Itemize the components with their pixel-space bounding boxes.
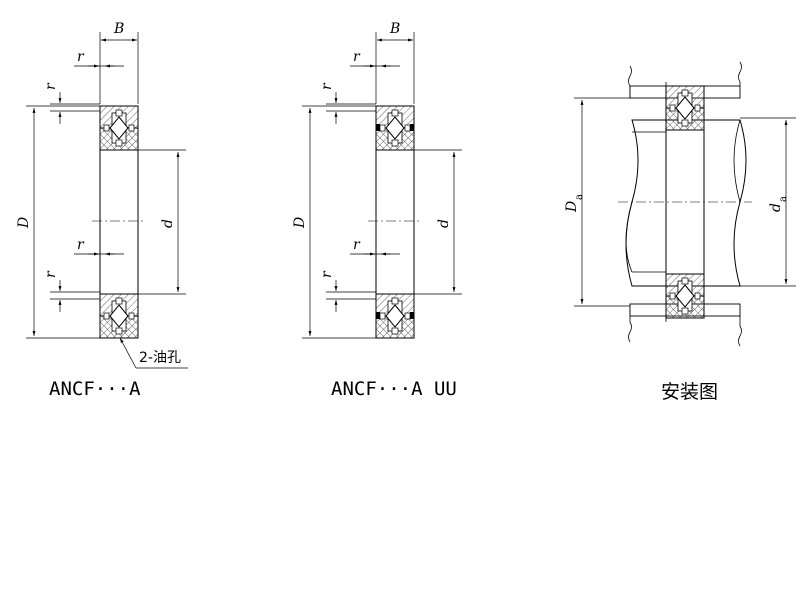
seal-mark (410, 312, 414, 319)
dim-r-label-bottom-v: r (43, 270, 59, 278)
dim-d-outer-label: D (292, 217, 308, 229)
shaft (625, 119, 747, 287)
dim-b-label: B (113, 21, 124, 37)
dim-d-inner-label: d (436, 219, 452, 228)
dim-da-outer-subscript: a (574, 194, 585, 200)
caption-installation: 安装图 (661, 381, 719, 403)
bearing-section-bottom (665, 273, 705, 319)
figure-ancf-a: B r r D d r r 2-油孔 (16, 21, 188, 369)
dim-b-label: B (389, 21, 400, 37)
seal-mark (376, 124, 380, 131)
dim-d-outer-label: D (16, 217, 32, 229)
figure-installation: D a d a (564, 61, 796, 347)
dim-r-label-top-h: r (77, 49, 85, 65)
dim-da-inner-subscript: a (778, 196, 789, 202)
caption-ancf-a: ANCF···A (49, 378, 141, 400)
dim-r-label-top-h: r (353, 49, 361, 65)
dim-r-label-bottom-h: r (77, 237, 85, 253)
dim-r-label-bottom-v: r (319, 270, 335, 278)
dim-da-outer-label: D (564, 201, 580, 213)
dim-r-label-bottom-h: r (353, 237, 361, 253)
seal-mark (410, 124, 414, 131)
oil-hole-callout: 2-油孔 (139, 350, 181, 366)
dim-da-inner-label: d (768, 203, 784, 212)
seal-mark (376, 312, 380, 319)
bearing-section-top (665, 85, 705, 131)
bearing-section-top (99, 105, 139, 151)
dim-r-label-top-v: r (319, 82, 335, 90)
bearing-section-bottom (99, 293, 139, 339)
caption-ancf-a-uu: ANCF···A UU (331, 378, 457, 400)
bearing-section-bottom (375, 293, 415, 339)
dim-r-label-top-v: r (43, 82, 59, 90)
figure-ancf-a-uu: B r r D d r r (292, 21, 462, 339)
dim-d-inner-label: d (160, 219, 176, 228)
bearing-section-top (375, 105, 415, 151)
